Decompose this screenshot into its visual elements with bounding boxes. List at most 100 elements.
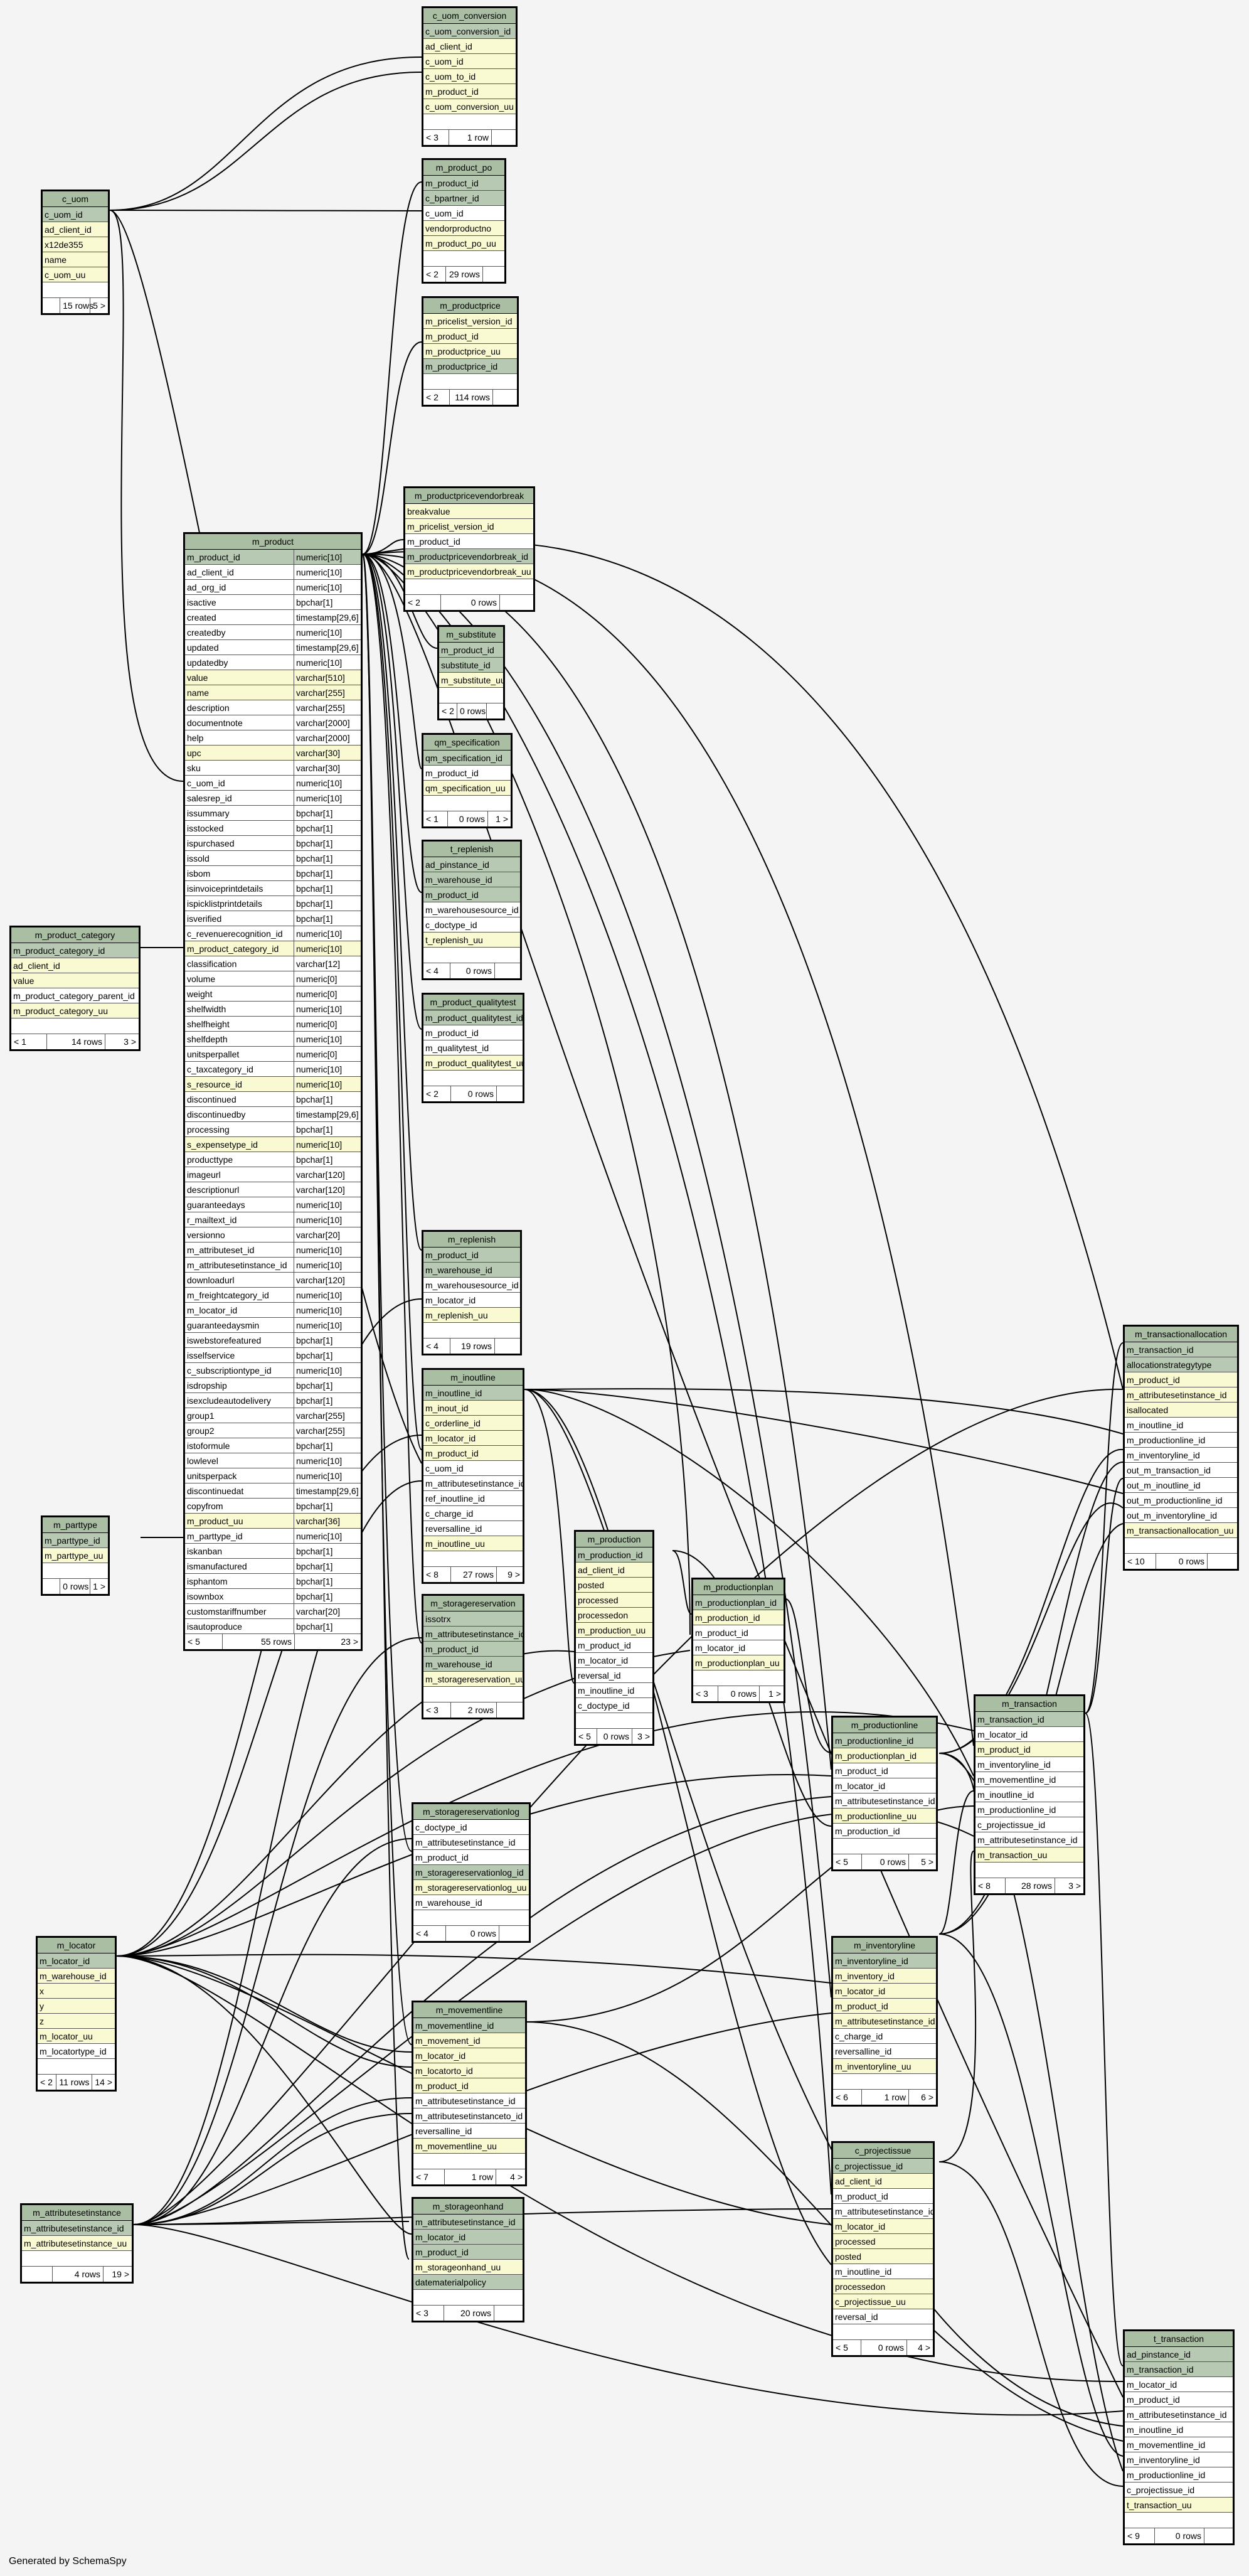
column-row[interactable]: m_storagereservationlog_id — [413, 1865, 529, 1880]
column-row[interactable]: unitsperpack numeric[10] — [185, 1468, 361, 1483]
column-row[interactable]: s_resource_id numeric[10] — [185, 1077, 361, 1092]
column-row[interactable]: c_charge_id — [423, 1506, 523, 1521]
column-row[interactable]: c_charge_id — [833, 2029, 936, 2044]
column-row[interactable]: m_production_id — [576, 1547, 652, 1563]
column-row[interactable]: m_product_id — [423, 84, 516, 99]
column-row[interactable]: m_storagereservationlog_uu — [413, 1880, 529, 1895]
column-row[interactable]: ref_inoutline_id — [423, 1491, 523, 1506]
column-row[interactable]: issotrx — [423, 1611, 523, 1627]
column-row[interactable]: m_product_category_id — [11, 943, 139, 958]
column-row[interactable]: c_doctype_id — [413, 1820, 529, 1835]
column-row[interactable]: c_bpartner_id — [423, 191, 504, 206]
column-row[interactable]: m_warehousesource_id — [423, 902, 520, 917]
column-row[interactable]: c_revenuerecognition_id numeric[10] — [185, 926, 361, 941]
column-row[interactable]: c_projectissue_uu — [833, 2294, 933, 2309]
column-row[interactable]: m_product_id — [413, 1850, 529, 1865]
column-row[interactable]: m_inoutline_id — [975, 1787, 1083, 1802]
column-row[interactable]: isactive bpchar[1] — [185, 595, 361, 610]
column-row[interactable]: m_storagereservation_uu — [423, 1672, 523, 1687]
column-row[interactable]: discontinuedby timestamp[29,6] — [185, 1107, 361, 1122]
column-row[interactable]: m_attributesetinstance_uu — [22, 2236, 132, 2251]
column-row[interactable]: c_projectissue_id — [1125, 2482, 1233, 2498]
column-row[interactable]: m_productpricevendorbreak_uu — [405, 564, 533, 579]
column-row[interactable]: c_uom_to_id — [423, 69, 516, 84]
column-row[interactable]: m_product_id — [423, 329, 517, 344]
column-row[interactable]: m_product_id — [405, 534, 533, 549]
column-row[interactable]: shelfdepth numeric[10] — [185, 1032, 361, 1047]
column-row[interactable]: c_projectissue_id — [833, 2159, 933, 2174]
column-row[interactable]: m_product_id — [413, 2245, 523, 2260]
column-row[interactable]: c_uom_id — [423, 206, 504, 221]
column-row[interactable]: documentnote varchar[2000] — [185, 715, 361, 730]
column-row[interactable]: name varchar[255] — [185, 685, 361, 700]
column-row[interactable]: ad_client_id — [423, 39, 516, 54]
column-row[interactable]: isdropship bpchar[1] — [185, 1378, 361, 1393]
column-row[interactable]: m_attributesetinstance_id — [833, 2204, 933, 2219]
column-row[interactable]: m_locator_id — [576, 1653, 652, 1668]
column-row[interactable]: unitsperpallet numeric[0] — [185, 1047, 361, 1062]
column-row[interactable]: ad_pinstance_id — [1125, 2347, 1233, 2362]
column-row[interactable]: substitute_id — [439, 658, 503, 673]
column-row[interactable]: m_movementline_id — [413, 2018, 525, 2033]
column-row[interactable]: m_attributesetinstance_id — [833, 2014, 936, 2029]
column-row[interactable]: m_productionline_id — [1125, 1433, 1237, 1448]
column-row[interactable]: m_product_id — [576, 1638, 652, 1653]
column-row[interactable]: m_replenish_uu — [423, 1308, 520, 1323]
column-row[interactable]: m_production_uu — [576, 1623, 652, 1638]
column-row[interactable]: c_projectissue_id — [975, 1817, 1083, 1832]
column-row[interactable]: reversal_id — [576, 1668, 652, 1683]
column-row[interactable]: out_m_transaction_id — [1125, 1463, 1237, 1478]
column-row[interactable]: posted — [833, 2249, 933, 2264]
column-row[interactable]: m_product_id — [413, 2078, 525, 2093]
column-row[interactable]: reversalline_id — [833, 2044, 936, 2059]
column-row[interactable]: m_attributesetinstanceto_id — [413, 2108, 525, 2124]
column-row[interactable]: m_warehouse_id — [38, 1969, 115, 1984]
column-row[interactable]: m_inoutline_id — [423, 1386, 523, 1401]
column-row[interactable]: m_product_id — [423, 1446, 523, 1461]
column-row[interactable]: m_productionline_id — [833, 1733, 936, 1748]
column-row[interactable]: c_uom_id — [43, 207, 108, 222]
column-row[interactable]: imageurl varchar[120] — [185, 1167, 361, 1182]
column-row[interactable]: m_attributesetinstance_id — [413, 2215, 523, 2230]
column-row[interactable]: m_attributesetinstance_id — [423, 1476, 523, 1491]
column-row[interactable]: shelfheight numeric[0] — [185, 1017, 361, 1032]
column-row[interactable]: created timestamp[29,6] — [185, 610, 361, 625]
column-row[interactable]: z — [38, 2014, 115, 2029]
column-row[interactable]: m_locator_id — [693, 1640, 784, 1655]
column-row[interactable]: classification varchar[12] — [185, 956, 361, 971]
column-row[interactable]: c_uom_id — [423, 1461, 523, 1476]
column-row[interactable]: ad_client_id numeric[10] — [185, 565, 361, 580]
column-row[interactable]: m_locatortype_id — [38, 2044, 115, 2059]
column-row[interactable]: m_product_category_uu — [11, 1003, 139, 1018]
column-row[interactable]: ispicklistprintdetails bpchar[1] — [185, 896, 361, 911]
column-row[interactable]: customstariffnumber varchar[20] — [185, 1604, 361, 1619]
column-row[interactable]: m_locator_id — [975, 1727, 1083, 1742]
column-row[interactable]: m_attributesetinstance_id — [1125, 1387, 1237, 1403]
column-row[interactable]: out_m_inoutline_id — [1125, 1478, 1237, 1493]
column-row[interactable]: processed — [833, 2234, 933, 2249]
column-row[interactable]: m_attributesetinstance_id — [975, 1832, 1083, 1847]
column-row[interactable]: updatedby numeric[10] — [185, 655, 361, 670]
column-row[interactable]: c_orderline_id — [423, 1416, 523, 1431]
column-row[interactable]: value varchar[510] — [185, 670, 361, 685]
column-row[interactable]: m_product_id — [975, 1742, 1083, 1757]
m-product-table[interactable]: m_product m_product_id numeric[10] ad_cl… — [183, 532, 363, 1651]
column-row[interactable]: m_attributesetinstance_id — [1125, 2407, 1233, 2422]
column-row[interactable]: y — [38, 1999, 115, 2014]
column-row[interactable]: isverified bpchar[1] — [185, 911, 361, 926]
column-row[interactable]: downloadurl varchar[120] — [185, 1273, 361, 1288]
column-row[interactable]: m_attributesetinstance_id — [423, 1627, 523, 1642]
column-row[interactable]: isexcludeautodelivery bpchar[1] — [185, 1393, 361, 1408]
